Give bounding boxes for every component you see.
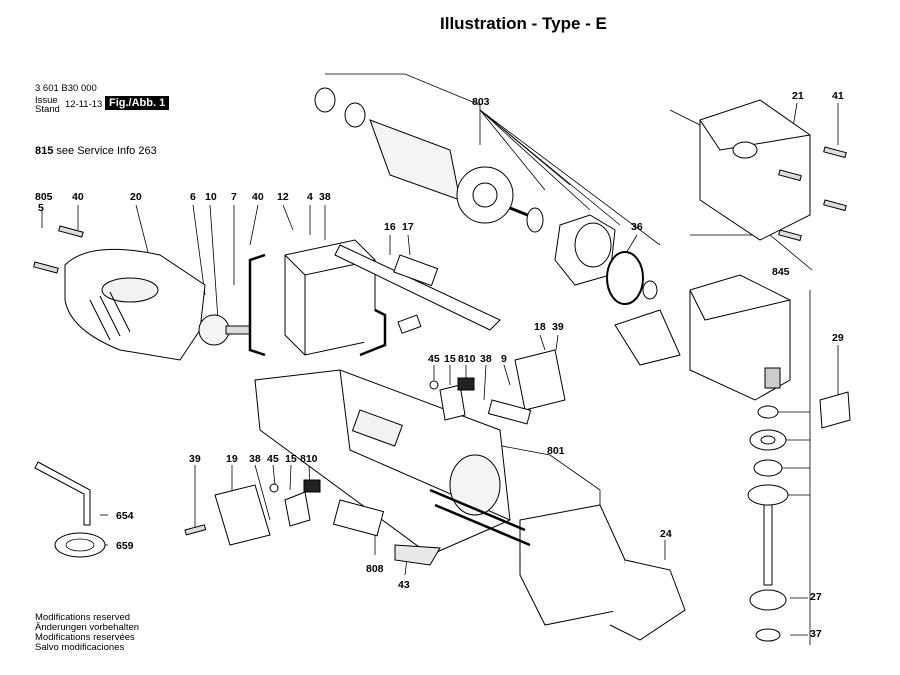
part-label-5: 5 [38, 202, 44, 214]
part-number: 3 601 B30 000 [35, 83, 97, 94]
part-label-810b: 810 [300, 453, 318, 465]
part-label-4: 4 [307, 191, 313, 203]
part-label-9: 9 [501, 353, 507, 365]
slider-bar [334, 244, 501, 334]
part-label-37: 37 [810, 628, 822, 640]
disc-659 [54, 532, 106, 558]
modifications-notice: Modifications reserved Änderungen vorbeh… [35, 613, 139, 653]
part-label-15b: 15 [285, 453, 297, 465]
field-coil [429, 488, 686, 641]
brush-holders [269, 349, 566, 527]
modifications-line-de: Änderungen vorbehalten [35, 622, 140, 633]
part-label-24: 24 [660, 528, 672, 540]
modifications-line-fr: Modifications reservées [35, 632, 135, 643]
label-plate-808 [332, 499, 385, 537]
diagram-title: Illustration - Type - E [440, 14, 607, 33]
service-info: 815 see Service Info 263 [35, 145, 157, 157]
part-label-39b: 39 [189, 453, 201, 465]
part-label-7: 7 [231, 191, 237, 203]
part-label-27: 27 [810, 591, 822, 603]
motor-cover [699, 99, 847, 242]
part-label-801: 801 [547, 445, 565, 457]
service-info-text: see Service Info 263 [56, 145, 157, 157]
part-label-803: 803 [472, 96, 490, 108]
part-label-16: 16 [384, 221, 396, 233]
part-label-29: 29 [832, 332, 844, 344]
modifications-line-es: Salvo modificaciones [35, 642, 125, 653]
cover-plate [214, 484, 271, 546]
part-label-39: 39 [552, 321, 564, 333]
housing-shell [64, 248, 206, 361]
part-label-43: 43 [398, 579, 410, 591]
part-label-41: 41 [832, 90, 844, 102]
service-info-number: 815 [35, 145, 54, 157]
part-label-12: 12 [277, 191, 289, 203]
hex-key-654 [34, 461, 91, 526]
ball-bearing [198, 314, 230, 346]
part-label-18: 18 [534, 321, 546, 333]
part-label-10: 10 [205, 191, 217, 203]
bearing-housing [554, 214, 658, 305]
modifications-line-en: Modifications reserved [35, 612, 131, 623]
part-label-45: 45 [428, 353, 440, 365]
gear-head [614, 274, 791, 401]
part-label-36: 36 [631, 221, 643, 233]
stand-label: Stand [35, 104, 60, 115]
part-label-654: 654 [116, 510, 134, 522]
label-plate-43 [394, 544, 441, 566]
issue-label: Issue [35, 95, 58, 106]
figure-badge: Fig./Abb. 1 [105, 96, 170, 110]
spindle-stack [747, 405, 789, 642]
part-label-38c: 38 [249, 453, 261, 465]
part-label-17: 17 [402, 221, 414, 233]
part-label-845: 845 [772, 266, 790, 278]
part-label-15: 15 [444, 353, 456, 365]
part-label-20: 20 [130, 191, 142, 203]
part-label-810: 810 [458, 353, 476, 365]
part-label-6: 6 [190, 191, 196, 203]
part-label-659: 659 [116, 540, 134, 552]
part-label-808: 808 [366, 563, 384, 575]
screws-left [33, 225, 84, 274]
part-label-21: 21 [792, 90, 804, 102]
part-label-19: 19 [226, 453, 238, 465]
part-label-45b: 45 [267, 453, 279, 465]
part-label-805: 805 [35, 191, 53, 203]
part-label-40: 40 [72, 191, 84, 203]
part-label-38: 38 [319, 191, 331, 203]
armature [314, 87, 544, 233]
part-label-40b: 40 [252, 191, 264, 203]
switch-assembly [248, 239, 387, 357]
part-label-38b: 38 [480, 353, 492, 365]
issue-date: 12-11-13 [65, 99, 103, 110]
clip-29 [819, 391, 851, 429]
